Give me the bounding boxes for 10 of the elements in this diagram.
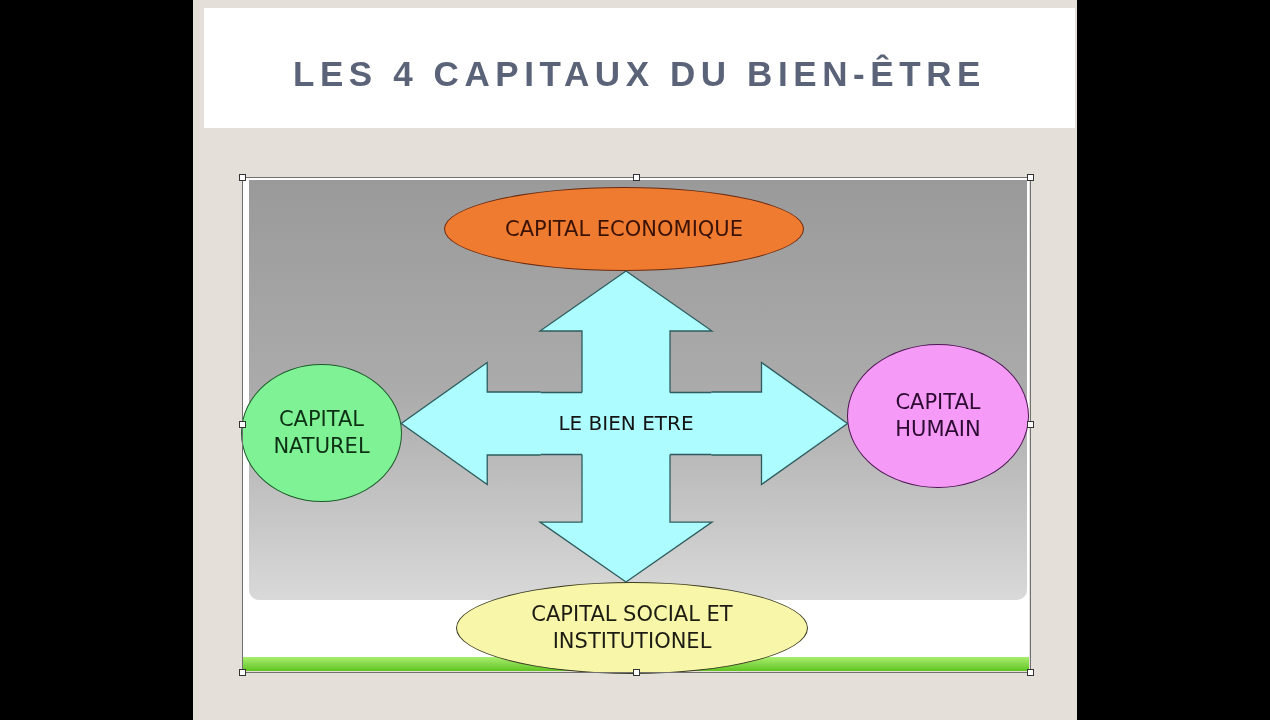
block-arrow xyxy=(537,453,715,583)
node-label: CAPITAL HUMAIN xyxy=(894,389,982,443)
node-label: CAPITAL ECONOMIQUE xyxy=(504,215,744,243)
block-arrow xyxy=(400,361,542,486)
node-label: CAPITAL SOCIAL ET INSTITUTIONEL xyxy=(530,601,734,655)
block-arrow xyxy=(710,361,849,486)
node-label: CAPITAL NATUREL xyxy=(272,406,371,460)
node-label: LE BIEN ETRE xyxy=(557,410,695,437)
block-arrow xyxy=(537,270,715,394)
slide-title: LES 4 CAPITAUX DU BIEN-ÊTRE xyxy=(292,52,987,95)
